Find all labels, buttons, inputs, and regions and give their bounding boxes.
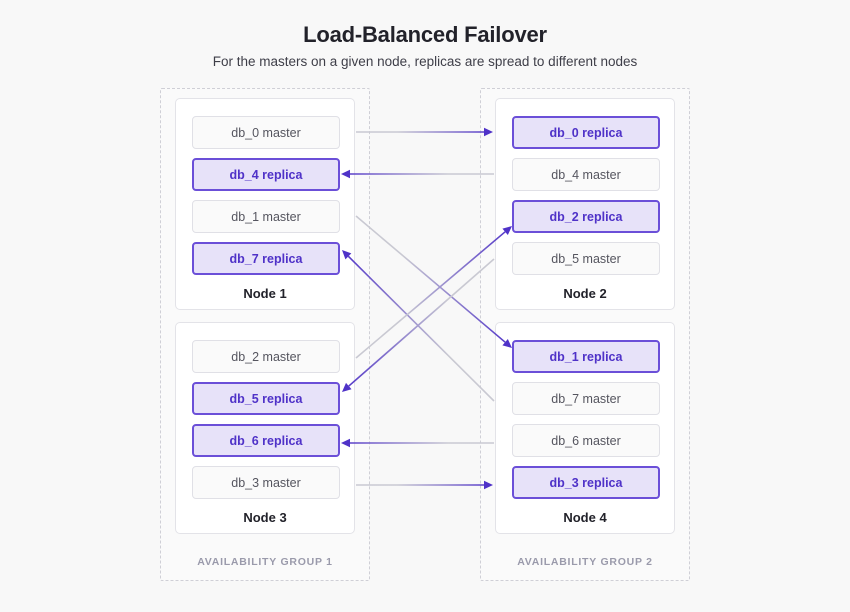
db-box-node2-0[interactable]: db_0 replica — [512, 116, 660, 149]
node-card-node-1[interactable]: db_0 master db_4 replica db_1 master db_… — [175, 98, 355, 310]
availability-group-1-label: AVAILABILITY GROUP 1 — [197, 556, 333, 568]
db-box-node2-2[interactable]: db_2 replica — [512, 200, 660, 233]
db-box-node1-0[interactable]: db_0 master — [192, 116, 340, 149]
db-box-node2-3[interactable]: db_5 master — [512, 242, 660, 275]
db-box-node4-2[interactable]: db_6 master — [512, 424, 660, 457]
page-title: Load-Balanced Failover — [303, 22, 547, 47]
db-box-node1-2[interactable]: db_1 master — [192, 200, 340, 233]
db-box-node3-3[interactable]: db_3 master — [192, 466, 340, 499]
arrow-line-db_7-node4-to-node1 — [347, 255, 495, 402]
node-4-label: Node 4 — [563, 510, 607, 525]
db-box-node4-1[interactable]: db_7 master — [512, 382, 660, 415]
db-box-node4-3[interactable]: db_3 replica — [512, 466, 660, 499]
db-box-node2-1[interactable]: db_4 master — [512, 158, 660, 191]
node-1-label: Node 1 — [243, 286, 287, 301]
page-subtitle: For the masters on a given node, replica… — [212, 54, 638, 69]
db-box-node3-0[interactable]: db_2 master — [192, 340, 340, 373]
node-card-node-3[interactable]: db_2 master db_5 replica db_6 replica db… — [175, 322, 355, 534]
availability-group-2-label: AVAILABILITY GROUP 2 — [517, 556, 653, 568]
db-box-node3-1[interactable]: db_5 replica — [192, 382, 340, 415]
arrow-line-db_5-node2-to-node3 — [348, 258, 495, 387]
db-box-node4-0[interactable]: db_1 replica — [512, 340, 660, 373]
node-2-label: Node 2 — [563, 286, 607, 301]
db-box-node1-3[interactable]: db_7 replica — [192, 242, 340, 275]
node-card-node-4[interactable]: db_1 replica db_7 master db_6 master db_… — [495, 322, 675, 534]
node-card-node-2[interactable]: db_0 replica db_4 master db_2 replica db… — [495, 98, 675, 310]
node-3-label: Node 3 — [243, 510, 287, 525]
db-box-node3-2[interactable]: db_6 replica — [192, 424, 340, 457]
db-box-node1-1[interactable]: db_4 replica — [192, 158, 340, 191]
